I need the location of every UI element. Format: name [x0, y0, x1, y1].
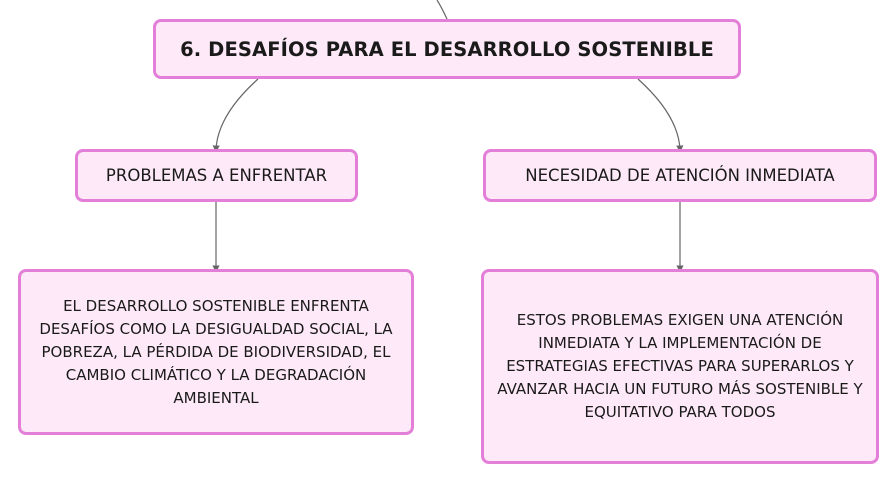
root-node[interactable]: 6. DESAFÍOS PARA EL DESARROLLO SOSTENIBL… — [153, 19, 741, 79]
connector-root-to-right-topic — [637, 78, 684, 153]
root-node-label: 6. DESAFÍOS PARA EL DESARROLLO SOSTENIBL… — [180, 37, 714, 61]
connector-parent-to-root — [436, 0, 448, 20]
description-node-problems[interactable]: EL DESARROLLO SOSTENIBLE ENFRENTA DESAFÍ… — [18, 269, 414, 435]
topic-node-immediate-attention[interactable]: NECESIDAD DE ATENCIÓN INMEDIATA — [483, 149, 877, 202]
topic-node-problems-label: PROBLEMAS A ENFRENTAR — [105, 166, 328, 185]
description-node-problems-text: EL DESARROLLO SOSTENIBLE ENFRENTA DESAFÍ… — [39, 296, 393, 407]
connector-root-to-left-topic — [212, 78, 259, 153]
topic-node-immediate-attention-label: NECESIDAD DE ATENCIÓN INMEDIATA — [525, 166, 835, 185]
topic-node-problems[interactable]: PROBLEMAS A ENFRENTAR — [75, 149, 358, 202]
description-node-immediate-attention-text: ESTOS PROBLEMAS EXIGEN UNA ATENCIÓN INME… — [497, 311, 863, 421]
description-node-immediate-attention[interactable]: ESTOS PROBLEMAS EXIGEN UNA ATENCIÓN INME… — [481, 269, 879, 464]
